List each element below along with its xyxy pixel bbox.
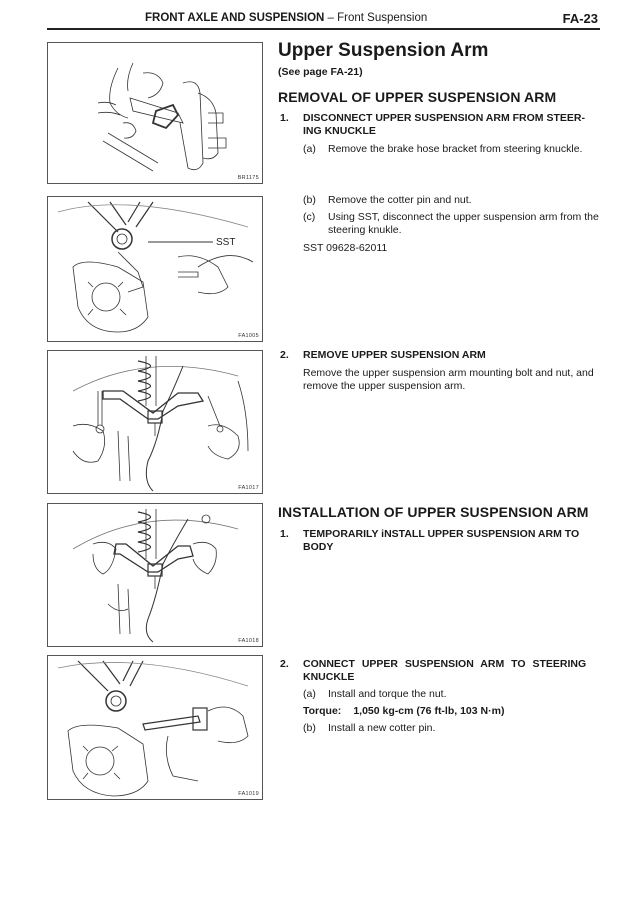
substep-text: Install and torque the nut. [328, 688, 447, 700]
figure-brake-hose-bracket: BR1175 [47, 42, 263, 184]
brake-hose-illustration [97, 62, 227, 172]
torque-label: Torque: [303, 705, 342, 717]
torque-spec: Torque: 1,050 kg-cm (76 ft-lb, 103 N·m) [303, 705, 504, 717]
installation-step-1: 1. TEMPORARILY iNSTALL UPPER SUSPENSION … [278, 528, 603, 554]
removal-step-2-text: Remove the upper suspension arm mounting… [303, 367, 594, 392]
step-number: 2. [280, 658, 289, 670]
page-title: Upper Suspension Arm [278, 40, 489, 61]
substep-label: (a) [303, 688, 316, 700]
step-number: 2. [280, 349, 289, 361]
substep-text: Remove the cotter pin and nut. [328, 194, 472, 206]
step-title: CONNECT UPPER SUSPENSION ARM TO STEERING… [303, 658, 587, 683]
figure-install-arm: FA1018 [47, 503, 263, 647]
substep-text: Using SST, disconnect the upper suspensi… [328, 211, 599, 236]
step-number: 1. [280, 528, 289, 540]
figure-code: FA1019 [238, 791, 259, 797]
substep-label: (c) [303, 211, 316, 223]
substep-text: Install a new cotter pin. [328, 722, 436, 734]
sst-callout-label: SST [216, 237, 236, 248]
step-title: TEMPORARILY iNSTALL UPPER SUSPENSION ARM… [303, 528, 580, 553]
see-page-reference: (See page FA-21) [278, 66, 363, 78]
figure-remove-arm: FA1017 [47, 350, 263, 494]
header-separator: – [324, 12, 338, 24]
remove-arm-illustration [72, 356, 249, 492]
figure-code: FA1005 [238, 333, 259, 339]
installation-heading: INSTALLATION OF UPPER SUSPENSION ARM [278, 504, 589, 520]
figure-torque-nut: FA1019 [47, 655, 263, 800]
step-title: REMOVE UPPER SUSPENSION ARM [303, 349, 486, 361]
substep-label: (b) [303, 722, 316, 734]
removal-step-1: 1. DISCONNECT UPPER SUSPENSION ARM FROM … [278, 112, 603, 138]
header-section: FRONT AXLE AND SUSPENSION [145, 12, 325, 24]
figure-sst-disconnect: SST FA1005 [47, 196, 263, 342]
sst-disconnect-illustration [57, 201, 254, 333]
step-title: DISCONNECT UPPER SUSPENSION ARM FROM STE… [303, 112, 585, 137]
header-title: FRONT AXLE AND SUSPENSION – Front Suspen… [145, 12, 427, 24]
page-number: FA-23 [562, 11, 598, 26]
removal-heading: REMOVAL OF UPPER SUSPENSION ARM [278, 89, 557, 105]
torque-value: 1,050 kg-cm (76 ft-lb, 103 N·m) [353, 705, 505, 717]
installation-step-2: 2. CONNECT UPPER SUSPENSION ARM TO STEER… [278, 658, 603, 684]
substep-text: Remove the brake hose bracket from steer… [328, 143, 583, 155]
substep-label: (a) [303, 143, 316, 155]
figure-code: FA1018 [238, 638, 259, 644]
sst-number: SST 09628-62011 [303, 242, 388, 254]
figure-code: BR1175 [237, 175, 259, 181]
step-number: 1. [280, 112, 289, 124]
torque-nut-illustration [57, 660, 249, 797]
substep-label: (b) [303, 194, 316, 206]
page-header: FRONT AXLE AND SUSPENSION – Front Suspen… [47, 10, 600, 30]
figure-code: FA1017 [238, 485, 259, 491]
install-arm-illustration [72, 509, 239, 643]
header-subsection: Front Suspension [337, 12, 428, 24]
